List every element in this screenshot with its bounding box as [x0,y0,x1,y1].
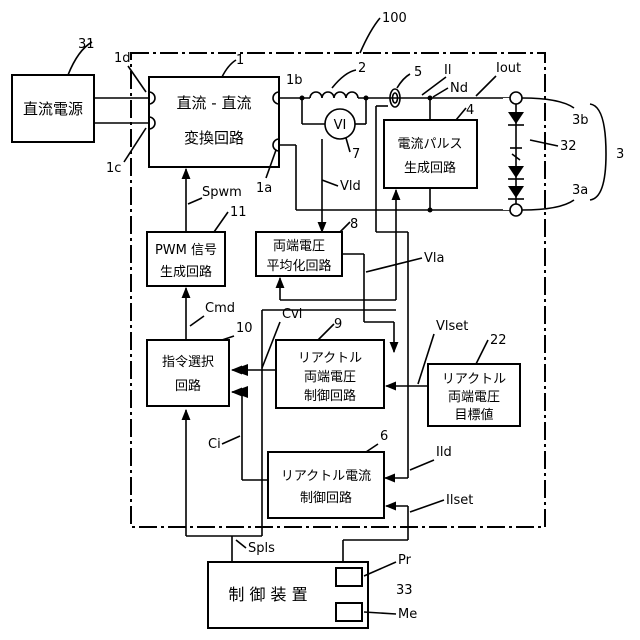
ictrl-label-2: 制御回路 [300,490,352,506]
label-1c: 1c [106,161,121,176]
label-3a: 3a [572,183,588,198]
reactor-current-control-block [268,452,384,518]
label-1b: 1b [286,73,303,88]
ref-1: 1 [236,53,244,68]
leader-7 [346,138,350,152]
pulse-label-1: 電流パルス [397,137,462,152]
vctrl-label-2: 両端電圧 [304,370,356,385]
signal-Vlset: Vlset [436,319,468,334]
signal-Vla: Vla [424,251,444,266]
leader-1c [124,128,146,162]
ref-31: 31 [78,37,95,52]
signal-Ci: Ci [208,437,221,452]
signal-Cmd: Cmd [205,301,235,316]
controller-label: 制 御 装 置 [228,585,307,604]
selector-label-1: 指令選択 [162,355,214,370]
ref-6: 6 [380,429,388,444]
signal-Ilset: Ilset [446,493,473,508]
ref-9: 9 [334,317,342,332]
ref-5: 5 [414,65,422,80]
pulse-label-2: 生成回路 [404,160,456,176]
ref-22: 22 [490,333,507,348]
converter-label-2: 変換回路 [184,129,244,147]
label-1a: 1a [256,181,272,196]
leader-Nd [433,88,448,97]
averaging-label-2: 平均化回路 [266,258,331,274]
memory-box [336,603,362,621]
leader-100 [360,18,380,53]
current-pulse-generator-block [384,120,477,188]
selector-label-2: 回路 [175,378,201,394]
signal-Pr: Pr [398,553,412,568]
signal-Iout: Iout [496,61,521,76]
leader-2 [332,70,356,88]
leader-Vla [366,258,422,272]
ref-3: 3 [616,147,624,162]
ref-8: 8 [350,217,358,232]
ref-32: 32 [560,139,577,154]
pwm-label-1: PWM 信号 [155,243,217,258]
terminal-3b [510,92,522,104]
leader-11 [214,212,228,232]
leader-Iout [476,76,496,96]
signal-Ild: Ild [436,445,452,460]
signal-Nd: Nd [450,81,468,96]
reactor-coil [310,92,358,98]
ref-4: 4 [466,103,474,118]
vctrl-label-3: 制御回路 [304,388,356,404]
leader-4 [456,108,466,120]
leader-8 [340,222,350,232]
signal-Il: Il [444,63,451,78]
leader-Il [422,77,446,95]
ref-33: 33 [396,583,413,598]
target-label-3: 目標値 [454,407,493,423]
leader-Vld [322,180,338,186]
signal-Spwm: Spwm [202,185,242,200]
target-label-2: 両端電圧 [448,390,500,405]
ref-2: 2 [358,61,366,76]
dc-dc-converter-block [149,77,279,167]
ref-100: 100 [382,11,407,26]
vctrl-label-1: リアクトル [298,351,362,366]
voltmeter-label: VI [334,118,347,133]
command-selector-block [147,340,229,406]
ref-11: 11 [230,205,247,220]
label-1d: 1d [114,51,131,66]
label-3b: 3b [572,113,589,128]
dc-source-label: 直流電源 [23,100,83,118]
ref-10: 10 [236,321,253,336]
ref-7: 7 [352,147,360,162]
leader-1 [222,60,236,77]
processor-box [336,568,362,586]
ictrl-label-1: リアクトル電流 [281,469,371,484]
leader-9 [318,324,334,340]
averaging-label-1: 両端電圧 [273,239,325,254]
signal-Vld: Vld [340,179,361,194]
leader-22 [476,340,488,364]
leader-5 [397,74,410,88]
target-label-1: リアクトル [442,372,506,387]
converter-label-1: 直流 - 直流 [177,94,252,112]
terminal-3a [510,204,522,216]
pwm-label-2: 生成回路 [160,264,212,280]
signal-Me: Me [398,607,417,622]
leader-6 [366,444,378,452]
signal-Spls: Spls [248,541,275,556]
